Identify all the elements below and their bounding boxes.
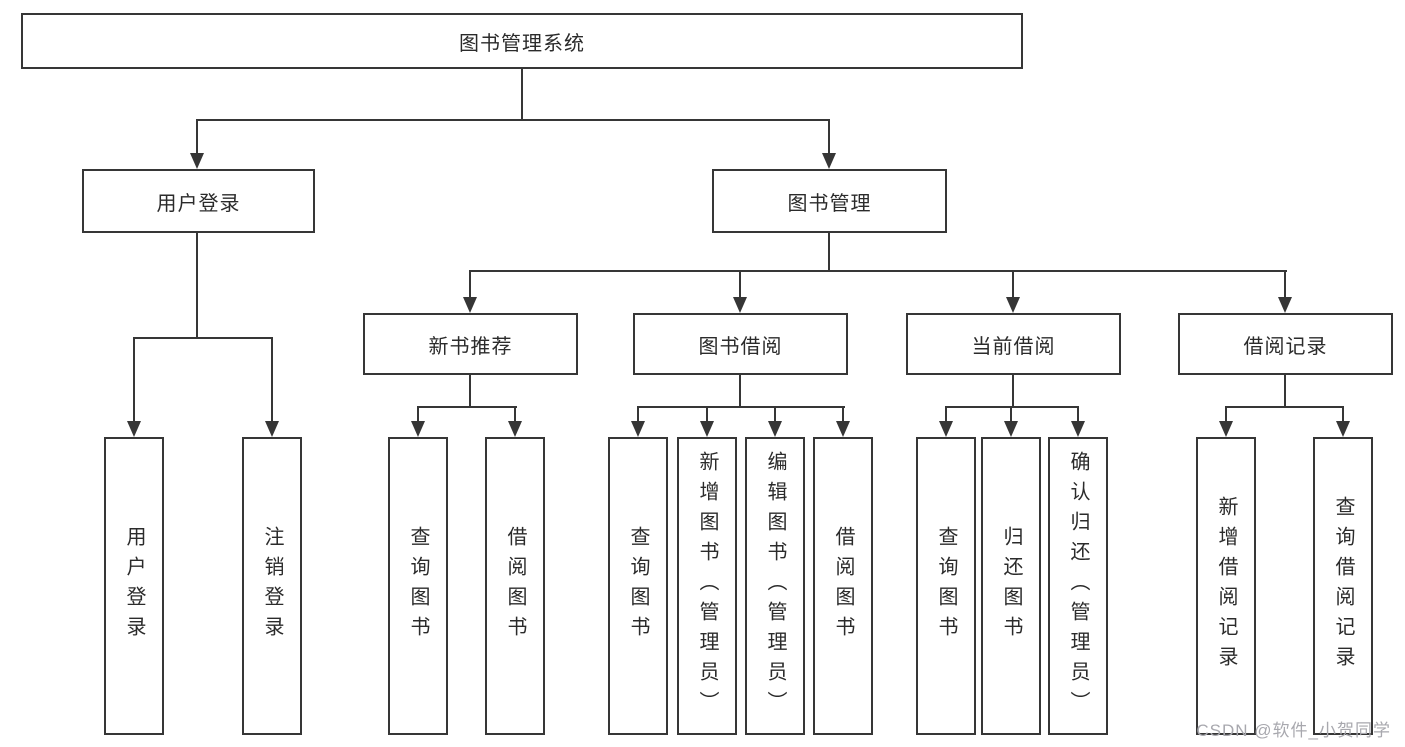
connector-borrow-records-stub [1284, 375, 1286, 408]
arrow-to-leaf-logout [264, 337, 280, 437]
connector-user-login-stub [196, 233, 198, 339]
leaf-current-return: 归还图书 [981, 437, 1041, 735]
connector-new-book-branch [417, 406, 517, 408]
leaf-current-return-label: 归还图书 [1000, 526, 1022, 646]
connector-borrow-records-branch [1225, 406, 1344, 408]
connector-user-login-branch [133, 337, 273, 339]
arrow-to-leaf-login [126, 337, 142, 437]
arrow-borrow-records-leaf-1 [1218, 406, 1234, 437]
node-root: 图书管理系统 [21, 13, 1023, 69]
leaf-records-add-label: 新增借阅记录 [1215, 496, 1237, 676]
arrow-to-book-borrow [732, 270, 748, 313]
leaf-borrow-edit: 编辑图书（管理员） [745, 437, 805, 735]
connector-book-mgmt-stub [828, 233, 830, 272]
leaf-borrow-borrow: 借阅图书 [813, 437, 873, 735]
node-borrow-records: 借阅记录 [1178, 313, 1393, 375]
leaf-newbook-query: 查询图书 [388, 437, 448, 735]
leaf-borrow-add: 新增图书（管理员） [677, 437, 737, 735]
connector-current-borrow-branch [945, 406, 1079, 408]
connector-root-stub [521, 69, 523, 120]
node-user-login-label: 用户登录 [156, 192, 241, 215]
arrow-to-book-mgmt [821, 119, 837, 169]
leaf-current-query-label: 查询图书 [935, 526, 957, 646]
connector-level3-branch [469, 270, 1287, 272]
leaf-newbook-borrow-label: 借阅图书 [504, 526, 526, 646]
node-root-label: 图书管理系统 [459, 32, 585, 55]
leaf-current-query: 查询图书 [916, 437, 976, 735]
node-user-login: 用户登录 [82, 169, 315, 233]
leaf-borrow-query: 查询图书 [608, 437, 668, 735]
arrow-new-book-leaf-1 [410, 406, 426, 437]
node-new-book-label: 新书推荐 [428, 335, 513, 358]
node-book-mgmt-label: 图书管理 [787, 192, 872, 215]
arrow-current-borrow-leaf-3 [1070, 406, 1086, 437]
leaf-user-login: 用户登录 [104, 437, 164, 735]
leaf-current-confirm: 确认归还（管理员） [1048, 437, 1108, 735]
arrow-current-borrow-leaf-1 [938, 406, 954, 437]
node-book-borrow-label: 图书借阅 [698, 335, 783, 358]
leaf-borrow-query-label: 查询图书 [627, 526, 649, 646]
leaf-borrow-borrow-label: 借阅图书 [832, 526, 854, 646]
leaf-newbook-borrow: 借阅图书 [485, 437, 545, 735]
arrow-to-borrow-records [1277, 270, 1293, 313]
leaf-borrow-add-label: 新增图书（管理员） [696, 451, 718, 721]
arrow-book-borrow-leaf-3 [767, 406, 783, 437]
leaf-logout: 注销登录 [242, 437, 302, 735]
connector-book-borrow-stub [739, 375, 741, 408]
leaf-newbook-query-label: 查询图书 [407, 526, 429, 646]
node-book-mgmt: 图书管理 [712, 169, 947, 233]
arrow-new-book-leaf-2 [507, 406, 523, 437]
connector-level1-branch [196, 119, 830, 121]
leaf-borrow-edit-label: 编辑图书（管理员） [764, 451, 786, 721]
arrow-book-borrow-leaf-4 [835, 406, 851, 437]
node-current-borrow-label: 当前借阅 [971, 335, 1056, 358]
arrow-book-borrow-leaf-1 [630, 406, 646, 437]
node-borrow-records-label: 借阅记录 [1243, 335, 1328, 358]
connector-book-borrow-branch [637, 406, 845, 408]
arrow-to-new-book [462, 270, 478, 313]
arrow-current-borrow-leaf-2 [1003, 406, 1019, 437]
leaf-current-confirm-label: 确认归还（管理员） [1067, 451, 1089, 721]
leaf-user-login-label: 用户登录 [123, 526, 145, 646]
leaf-records-query: 查询借阅记录 [1313, 437, 1373, 735]
connector-current-borrow-stub [1012, 375, 1014, 408]
node-new-book: 新书推荐 [363, 313, 578, 375]
csdn-watermark: CSDN @软件_小贺同学 [1196, 721, 1391, 740]
arrow-to-user-login [189, 119, 205, 169]
leaf-logout-label: 注销登录 [261, 526, 283, 646]
node-current-borrow: 当前借阅 [906, 313, 1121, 375]
node-book-borrow: 图书借阅 [633, 313, 848, 375]
connector-new-book-stub [469, 375, 471, 408]
leaf-records-add: 新增借阅记录 [1196, 437, 1256, 735]
arrow-to-current-borrow [1005, 270, 1021, 313]
arrow-borrow-records-leaf-2 [1335, 406, 1351, 437]
leaf-records-query-label: 查询借阅记录 [1332, 496, 1354, 676]
arrow-book-borrow-leaf-2 [699, 406, 715, 437]
